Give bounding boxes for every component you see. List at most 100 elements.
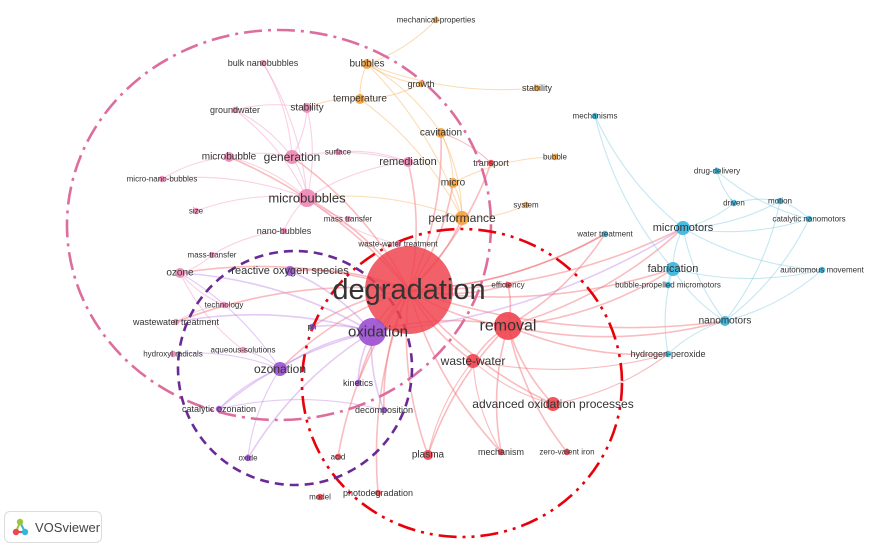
label-reactive-oxygen-species[interactable]: reactive oxygen species [231, 265, 349, 277]
label-cavitation[interactable]: cavitation [420, 128, 462, 139]
label-zero-valent-iron[interactable]: zero-valent iron [539, 448, 594, 457]
node-technology[interactable] [220, 301, 228, 309]
label-performance[interactable]: performance [428, 211, 496, 225]
node-hydrogen-peroxide[interactable] [664, 350, 672, 358]
label-oxide[interactable]: oxide [238, 454, 258, 463]
label-temperature[interactable]: temperature [333, 94, 387, 105]
node-microbubble[interactable] [224, 152, 234, 162]
label-size[interactable]: size [189, 207, 204, 216]
label-bubbles[interactable]: bubbles [349, 59, 384, 70]
node-catalytic-nanomotors[interactable] [805, 215, 813, 223]
node-catalytic-ozonation[interactable] [215, 405, 223, 413]
node-bubble-propelled-micromotors[interactable] [664, 281, 672, 289]
label-motion[interactable]: motion [768, 197, 792, 206]
node-oxidation[interactable] [358, 318, 386, 346]
label-plasma[interactable]: plasma [412, 450, 445, 461]
label-mechanism[interactable]: mechanism [478, 447, 524, 457]
label-mass-transfer[interactable]: mass transfer [324, 215, 373, 224]
label-remediation[interactable]: remediation [379, 156, 436, 168]
node-reactive-oxygen-species[interactable] [285, 266, 295, 276]
node-micro-nano-bubbles[interactable] [158, 175, 166, 183]
node-waste-water[interactable] [466, 354, 480, 368]
label-bulk-nanobubbles[interactable]: bulk nanobubbles [228, 58, 299, 68]
node-photodegradation[interactable] [374, 489, 382, 497]
node-fabrication[interactable] [666, 262, 680, 276]
node-generation[interactable] [285, 150, 299, 164]
label-kinetics[interactable]: kinetics [343, 378, 374, 388]
label-micro-nano-bubbles[interactable]: micro-nano-bubbles [127, 175, 198, 184]
label-waste-water-treatment[interactable]: waste-water treatment [357, 240, 438, 249]
label-acid[interactable]: acid [331, 453, 346, 462]
node-mechanism[interactable] [497, 448, 505, 456]
node-bubble[interactable] [551, 153, 559, 161]
label-autonomous-movement[interactable]: autonomous movement [780, 266, 864, 275]
node-temperature[interactable] [355, 94, 365, 104]
label-efficiency[interactable]: efficiency [491, 281, 524, 290]
label-drug-delivery[interactable]: drug-delivery [694, 167, 740, 176]
label-micromotors[interactable]: micromotors [653, 222, 714, 234]
node-drug-delivery[interactable] [713, 167, 721, 175]
label-hydrogen-peroxide[interactable]: hydrogen-peroxide [630, 349, 705, 359]
node-nanomotors[interactable] [720, 316, 730, 326]
node-bulk-nanobubbles[interactable] [259, 59, 267, 67]
label-catalytic-nanomotors[interactable]: catalytic nanomotors [772, 215, 845, 224]
label-generation[interactable]: generation [264, 150, 321, 164]
node-performance[interactable] [455, 211, 469, 225]
vosviewer-logo-badge[interactable]: VOSviewer [4, 511, 102, 543]
label-mechanisms[interactable]: mechanisms [573, 112, 618, 121]
label-water-treatment[interactable]: water treatment [576, 230, 633, 239]
node-transport[interactable] [487, 159, 495, 167]
node-surface[interactable] [334, 148, 342, 156]
node-stability[interactable] [302, 103, 312, 113]
node-ozonation[interactable] [273, 362, 287, 376]
node-hydroxyl-radicals[interactable] [169, 350, 177, 358]
label-nanomotors[interactable]: nanomotors [699, 316, 752, 327]
label-photodegradation[interactable]: photodegradation [343, 488, 413, 498]
label-wastewater-treatment[interactable]: wastewater treatment [132, 317, 220, 327]
label-stability[interactable]: stability [522, 83, 553, 93]
node-waste-water-treatment[interactable] [394, 240, 402, 248]
node-acid[interactable] [334, 453, 342, 461]
node-mechanical-properties[interactable] [432, 16, 440, 24]
label-micro[interactable]: micro [441, 178, 466, 189]
label-hydroxyl-radicals[interactable]: hydroxyl radicals [143, 350, 203, 359]
node-mechanisms[interactable] [591, 112, 599, 120]
node-ph[interactable] [308, 323, 316, 331]
node-remediation[interactable] [403, 157, 413, 167]
label-waste-water[interactable]: waste-water [440, 354, 506, 368]
label-technology[interactable]: technology [205, 301, 244, 310]
node-growth[interactable] [417, 80, 425, 88]
label-microbubble[interactable]: microbubble [202, 152, 257, 163]
node-groundwater[interactable] [231, 106, 239, 114]
label-bubble[interactable]: bubble [543, 153, 568, 162]
label-degradation[interactable]: degradation [332, 274, 485, 306]
label-ozonation[interactable]: ozonation [254, 362, 306, 376]
node-kinetics[interactable] [354, 379, 362, 387]
node-ozone[interactable] [175, 268, 185, 278]
label-mechanical-properties[interactable]: mechanical-properties [397, 16, 476, 25]
label-groundwater[interactable]: groundwater [210, 105, 260, 115]
node-plasma[interactable] [423, 450, 433, 460]
node-size[interactable] [192, 207, 200, 215]
node-decomposition[interactable] [380, 406, 388, 414]
node-efficiency[interactable] [504, 281, 512, 289]
label-ozone[interactable]: ozone [166, 268, 194, 279]
node-system[interactable] [522, 201, 530, 209]
label-oxidation[interactable]: oxidation [348, 324, 408, 341]
node-driven[interactable] [730, 199, 738, 207]
node-model[interactable] [316, 493, 324, 501]
node-oxide[interactable] [244, 454, 252, 462]
node-micromotors[interactable] [676, 221, 690, 235]
label-aqueous-solutions[interactable]: aqueous-solutions [211, 346, 276, 355]
label-removal[interactable]: removal [480, 318, 537, 335]
node-micro[interactable] [448, 178, 458, 188]
node-advanced-oxidation-processes[interactable] [546, 397, 560, 411]
node-cavitation[interactable] [436, 128, 446, 138]
node-autonomous-movement[interactable] [818, 266, 826, 274]
node-degradation[interactable] [365, 246, 453, 334]
node-wastewater-treatment[interactable] [172, 318, 180, 326]
node-mass-transfer[interactable] [344, 215, 352, 223]
label-transport[interactable]: transport [473, 158, 509, 168]
label-surface[interactable]: surface [325, 148, 352, 157]
node-zero-valent-iron[interactable] [563, 448, 571, 456]
